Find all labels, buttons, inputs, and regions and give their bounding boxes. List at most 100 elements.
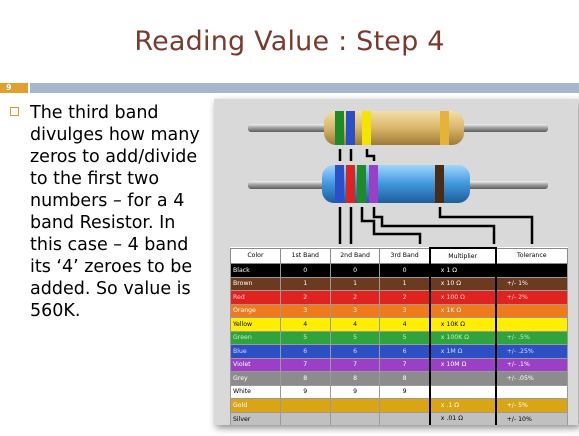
cell-tolerance: +/- 10% [495,411,568,425]
top-resistor-band-1 [335,111,344,145]
header-3rd-band: 3rd Band [379,247,431,264]
cell-multiplier: x 1 Ω [428,263,497,278]
top-resistor-band-3 [362,111,371,145]
cell-multiplier: x 10K Ω [428,317,497,332]
cell-color-name: Grey [230,371,281,386]
cell-1st-band: 4 [279,317,331,332]
cell-1st-band: 8 [279,371,331,386]
bottom-resistor-band-3 [357,165,366,203]
bottom-resistor-band-4 [369,165,378,203]
cell-2nd-band: 9 [329,384,381,399]
cell-color-name: Red [230,290,281,305]
cell-2nd-band: 3 [329,303,381,318]
cell-tolerance: +/- 1% [495,276,568,291]
cell-2nd-band: 8 [329,371,381,386]
cell-2nd-band: 4 [329,317,381,332]
cell-3rd-band: 5 [379,330,431,345]
top-resistor-body [324,111,464,145]
cell-1st-band: 2 [279,290,331,305]
cell-tolerance: +/- .05% [495,371,568,386]
table-row: Gold x .1 Ω+/- 5% [230,398,568,413]
bottom-resistor-band-1 [335,165,344,203]
cell-multiplier [428,384,497,399]
cell-2nd-band [329,398,381,413]
top-resistor [248,111,548,145]
cell-color-name: Violet [230,357,281,372]
cell-2nd-band: 0 [329,263,381,278]
cell-tolerance: +/- .25% [495,344,568,359]
cell-color-name: Green [230,330,281,345]
cell-color-name: White [230,384,281,399]
bullet-square-icon [10,107,19,116]
color-code-table: Color 1st Band 2nd Band 3rd Band Multipl… [230,247,568,425]
header-color: Color [230,247,281,264]
cell-color-name: Yellow [230,317,281,332]
cell-color-name: Blue [230,344,281,359]
cell-multiplier: x 10M Ω [428,357,497,372]
cell-3rd-band [379,398,431,413]
cell-3rd-band: 4 [379,317,431,332]
header-1st-band: 1st Band [279,247,331,264]
cell-2nd-band: 5 [329,330,381,345]
cell-1st-band: 9 [279,384,331,399]
cell-tolerance: +/- .1% [495,357,568,372]
cell-tolerance [495,384,568,399]
slide-title: Reading Value : Step 4 [134,26,445,57]
cell-multiplier [428,371,497,386]
resistor-color-code-figure: Color 1st Band 2nd Band 3rd Band Multipl… [214,99,578,425]
cell-multiplier: x 100 Ω [428,290,497,305]
cell-3rd-band: 2 [379,290,431,305]
cell-1st-band [279,411,331,425]
cell-tolerance: +/- .5% [495,330,568,345]
cell-3rd-band: 3 [379,303,431,318]
cell-1st-band: 0 [279,263,331,278]
cell-color-name: Orange [230,303,281,318]
cell-1st-band: 7 [279,357,331,372]
cell-color-name: Gold [230,398,281,413]
divider-bar [30,83,579,93]
bottom-resistor [248,165,548,203]
cell-3rd-band: 1 [379,276,431,291]
cell-multiplier: x .1 Ω [428,398,497,413]
cell-3rd-band: 9 [379,384,431,399]
cell-multiplier: x 1K Ω [428,303,497,318]
title-divider: 9 [0,83,579,93]
bottom-resistor-body [322,165,470,203]
cell-color-name: Black [230,263,281,278]
cell-2nd-band [329,411,381,425]
cell-tolerance [495,317,568,332]
cell-2nd-band: 6 [329,344,381,359]
cell-tolerance: +/- 2% [495,290,568,305]
table-header-row: Color 1st Band 2nd Band 3rd Band Multipl… [230,247,568,264]
cell-1st-band: 1 [279,276,331,291]
slide-body-text: The third band divulges how many zeros t… [30,103,200,321]
header-multiplier: Multiplier [428,247,497,264]
header-tolerance: Tolerance [495,247,568,264]
cell-3rd-band: 6 [379,344,431,359]
cell-multiplier: x 100K Ω [428,330,497,345]
cell-multiplier: x 10 Ω [428,276,497,291]
cell-2nd-band: 7 [329,357,381,372]
top-resistor-band-2 [346,111,355,145]
cell-2nd-band: 1 [329,276,381,291]
bottom-resistor-band-2 [346,165,355,203]
cell-color-name: Silver [230,411,281,425]
top-resistor-band-4 [440,111,449,145]
band-pointer-lines [338,149,534,244]
cell-1st-band [279,398,331,413]
cell-color-name: Brown [230,276,281,291]
cell-tolerance [495,263,568,278]
cell-tolerance [495,303,568,318]
header-2nd-band: 2nd Band [329,247,381,264]
cell-tolerance: +/- 5% [495,398,568,413]
cell-2nd-band: 2 [329,290,381,305]
